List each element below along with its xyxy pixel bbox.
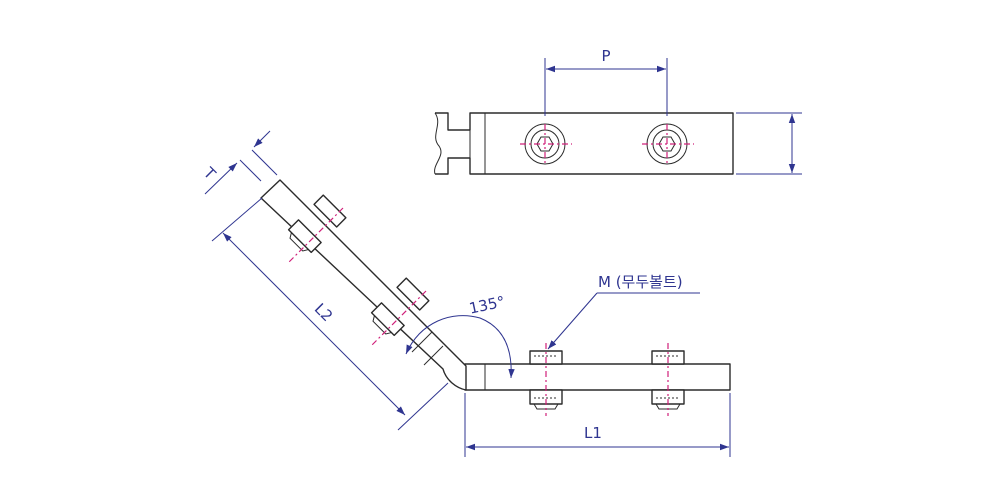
width-dimension [736,112,802,175]
length-1-label: L1 [584,424,602,442]
set-screw [651,350,685,410]
top-view-bar [435,112,734,175]
length-2-dimension [211,197,449,431]
top-view [434,58,802,175]
break-line [434,112,442,175]
length-1-dimension [464,393,731,457]
bolt-leader [547,292,700,350]
pitch-dimension [544,58,668,116]
thickness-label: T [199,163,220,184]
bolt-label: M (무두볼트) [598,273,683,291]
angle-label: 135° [467,293,506,318]
pitch-label: P [601,47,610,65]
horizontal-arm [464,363,731,391]
bolt-centerlines [520,124,694,166]
angle-arc [405,315,515,379]
length-2-label: L2 [311,300,336,325]
front-view [204,130,731,457]
thickness-dimension [204,130,278,195]
angled-arm [260,179,467,391]
